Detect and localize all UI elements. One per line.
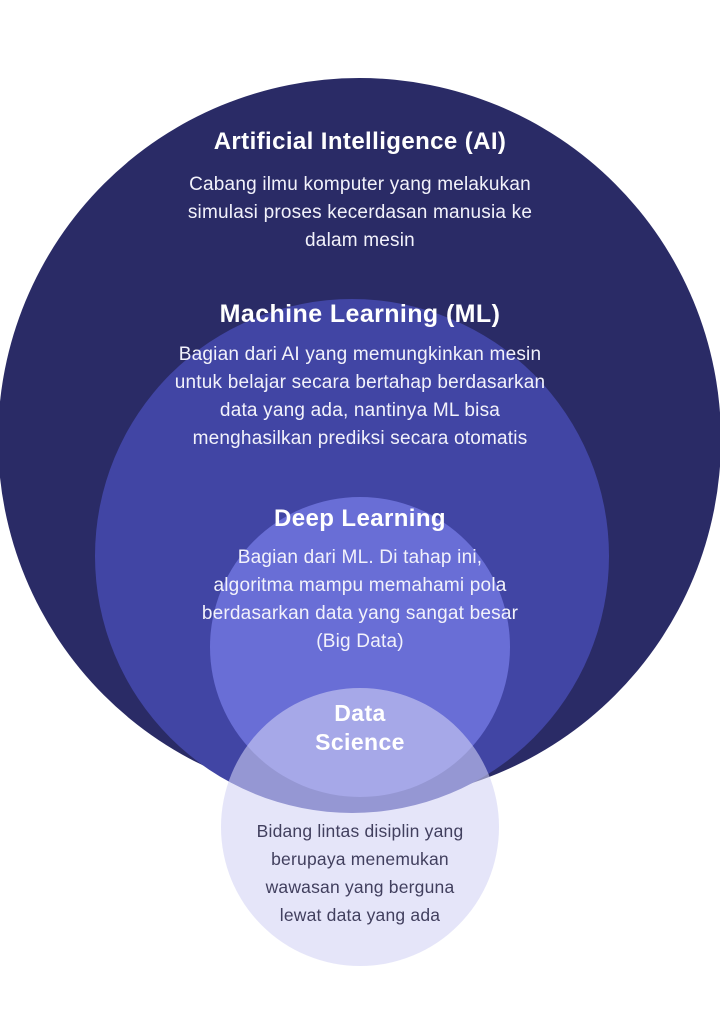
dl-description-line: (Big Data) <box>316 631 404 652</box>
ml-heading: Machine Learning (ML) <box>219 300 501 328</box>
ml-description-line: data yang ada, nantinya ML bisa <box>219 400 501 421</box>
ml-description-line: untuk belajar secara bertahap berdasarka… <box>174 372 546 393</box>
ai-heading: Artificial Intelligence (AI) <box>213 128 507 155</box>
ds-description-line: wawasan yang berguna <box>265 877 455 897</box>
ml-description-line: Bagian dari AI yang memungkinkan mesin <box>178 344 542 365</box>
dl-description-line: algoritma mampu memahami pola <box>213 575 507 596</box>
ai-description-line: dalam mesin <box>305 230 415 251</box>
ml-description: Bagian dari AI yang memungkinkan mesin u… <box>0 341 720 453</box>
data-science-circle <box>221 688 499 966</box>
ai-description: Cabang ilmu komputer yang melakukan simu… <box>0 171 720 255</box>
data-science-heading: Data Science <box>315 700 405 755</box>
ai-description-line: simulasi proses kecerdasan manusia ke <box>187 202 533 223</box>
dl-heading: Deep Learning <box>274 505 446 532</box>
dl-description-line: Bagian dari ML. Di tahap ini, <box>237 547 483 568</box>
ds-description-line: lewat data yang ada <box>279 905 441 925</box>
ds-description-line: berupaya menemukan <box>271 849 449 869</box>
data-science-description: Bidang lintas disiplin yang berupaya men… <box>190 817 530 929</box>
ai-description-line: Cabang ilmu komputer yang melakukan <box>189 174 531 195</box>
dl-description: Bagian dari ML. Di tahap ini, algoritma … <box>0 544 720 656</box>
ml-description-line: menghasilkan prediksi secara otomatis <box>192 428 528 449</box>
dl-description-line: berdasarkan data yang sangat besar <box>201 603 519 624</box>
ds-description-line: Bidang lintas disiplin yang <box>256 821 464 841</box>
